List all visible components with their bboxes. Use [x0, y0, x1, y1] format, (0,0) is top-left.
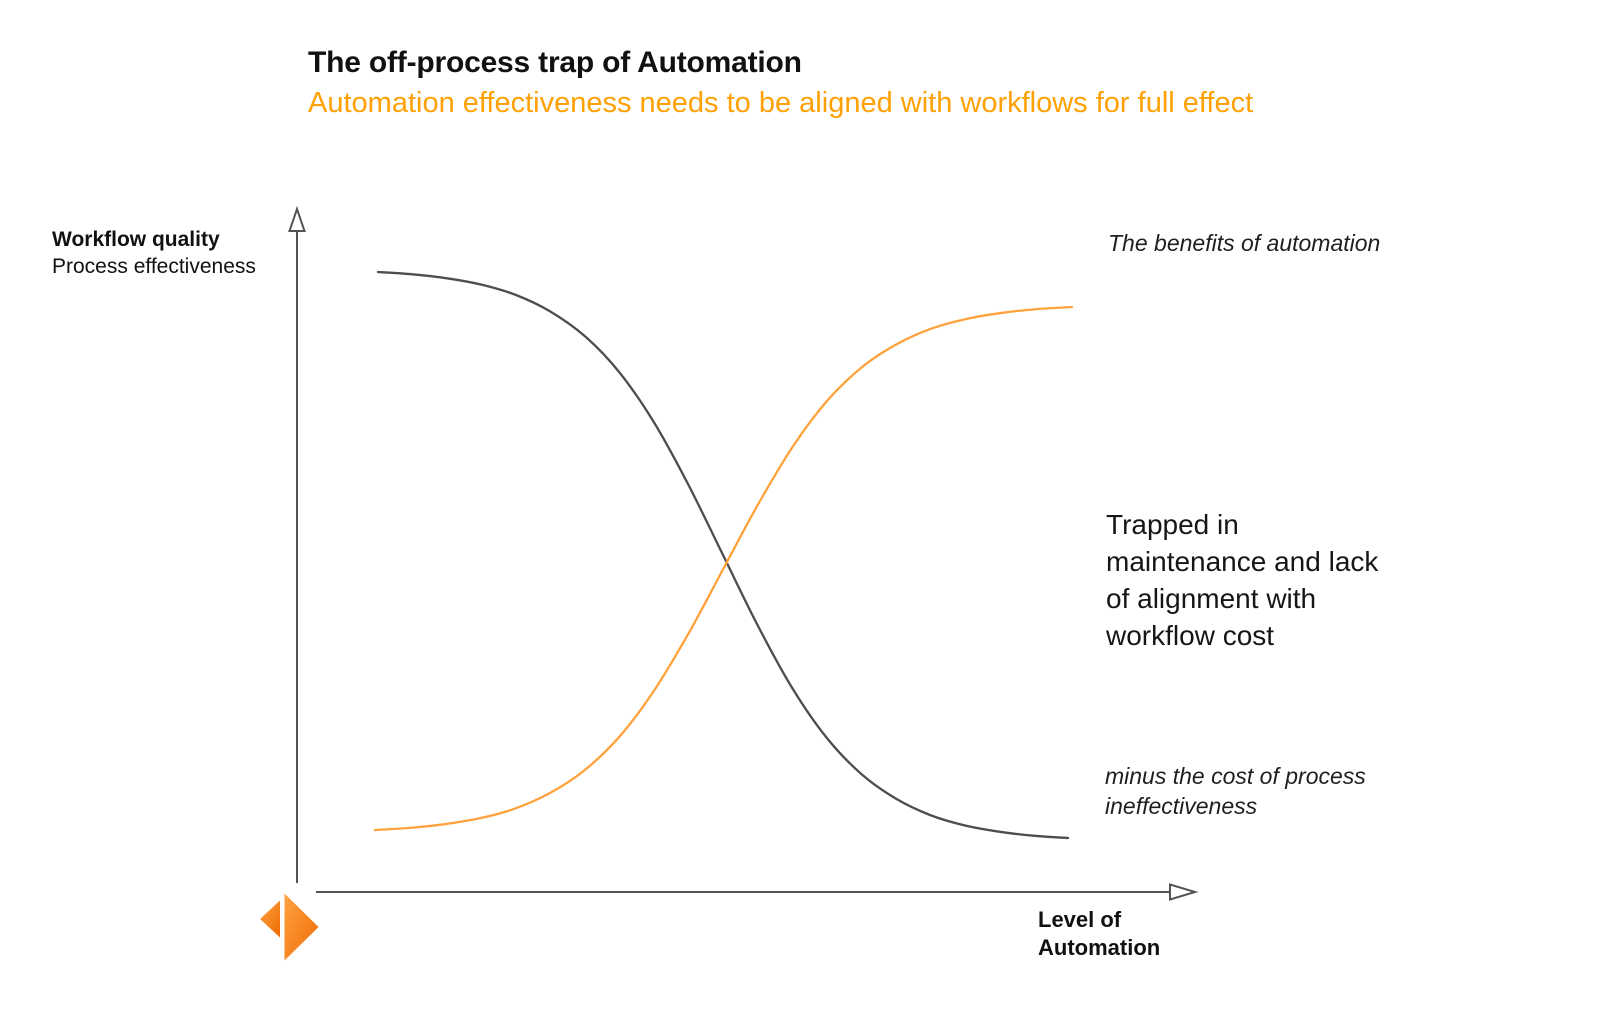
logo-icon: [260, 893, 319, 961]
page-subtitle: Automation effectiveness needs to be ali…: [308, 87, 1254, 119]
logo-left-triangle: [260, 900, 280, 938]
trapped-annotation: Trapped in maintenance and lack of align…: [1106, 509, 1379, 651]
benefits-curve-label: The benefits of automation: [1108, 230, 1381, 256]
cost-curve-label: minus the cost of process ineffectivenes…: [1105, 763, 1366, 819]
benefits-curve: [373, 305, 1074, 832]
logo-right-triangle: [284, 893, 319, 961]
y-axis-label: Workflow quality Process effectiveness: [52, 226, 256, 280]
x-axis-label: Level of Automation: [1038, 907, 1161, 960]
page-title: The off-process trap of Automation: [308, 46, 802, 79]
x-axis-arrow-icon: [1169, 883, 1199, 901]
cost-curve: [376, 270, 1070, 840]
header: The off-process trap of Automation Autom…: [308, 46, 1253, 120]
y-axis-arrow-icon: [288, 205, 306, 232]
y-axis-label-primary: Workflow quality: [52, 228, 220, 251]
y-axis-label-secondary: Process effectiveness: [52, 255, 256, 278]
